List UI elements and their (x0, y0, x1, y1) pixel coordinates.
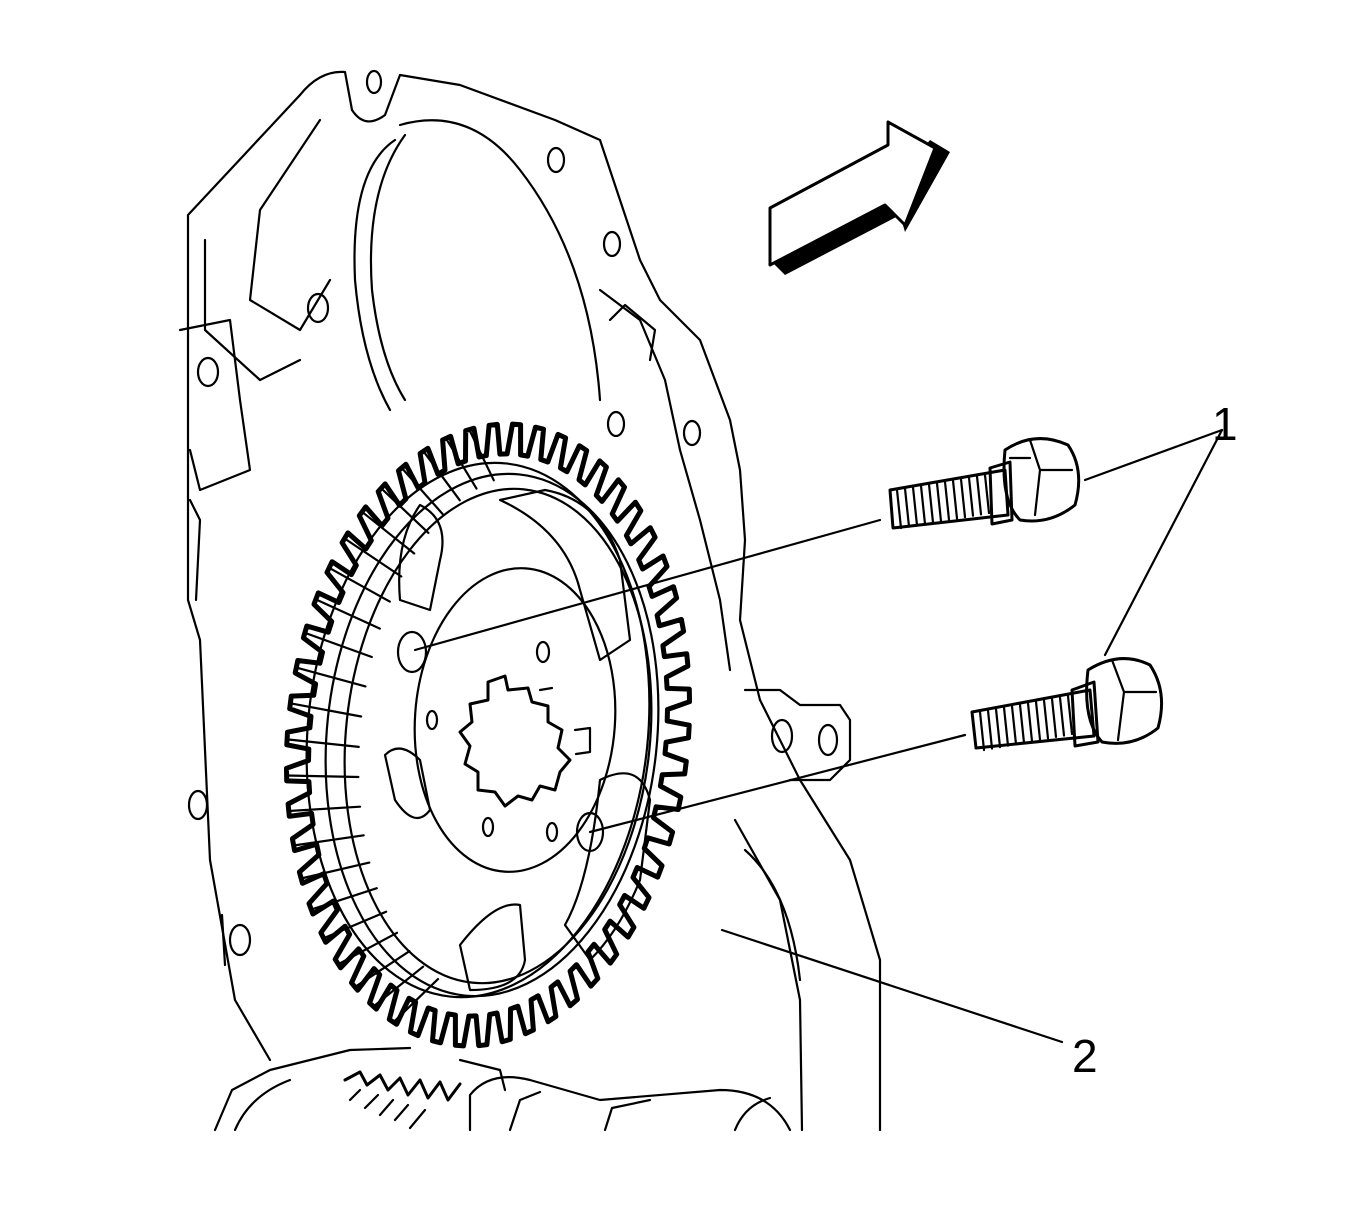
gear-helix-line (286, 738, 360, 748)
callout-1: 1 (1212, 398, 1238, 450)
gear-helix-line (372, 965, 425, 1008)
gear-helix-line (285, 774, 360, 779)
gear-helix-line (353, 950, 411, 989)
gear-helix-line (322, 910, 388, 940)
callout-2: 2 (1072, 1030, 1098, 1082)
upper-bolt (888, 437, 1081, 530)
gear-helix-line (468, 428, 495, 482)
gear-helix-line (328, 566, 391, 603)
gear-helix-line (300, 861, 371, 880)
gear-helix-line (400, 466, 445, 517)
engine-block-outline (178, 69, 882, 1132)
bolt-icon (888, 437, 1164, 752)
gear-helix-line (380, 487, 430, 534)
gear-helix-line (310, 887, 378, 911)
crankshaft-gear-lower (213, 1046, 792, 1132)
gear-helix-line (289, 702, 363, 718)
cover-oval (353, 119, 602, 412)
gear-helix-line (360, 510, 416, 555)
gear-helix-line (287, 805, 362, 813)
lower-bolt (970, 657, 1164, 752)
leader-lines (413, 428, 1224, 1044)
gear-helix-lines (285, 428, 495, 1024)
gear-helix-line (337, 931, 399, 966)
direction-arrow-icon (768, 120, 950, 275)
gear-helix-line (343, 537, 403, 578)
gear-helix-line (295, 666, 367, 688)
camshaft-gear-icon (284, 421, 692, 1049)
